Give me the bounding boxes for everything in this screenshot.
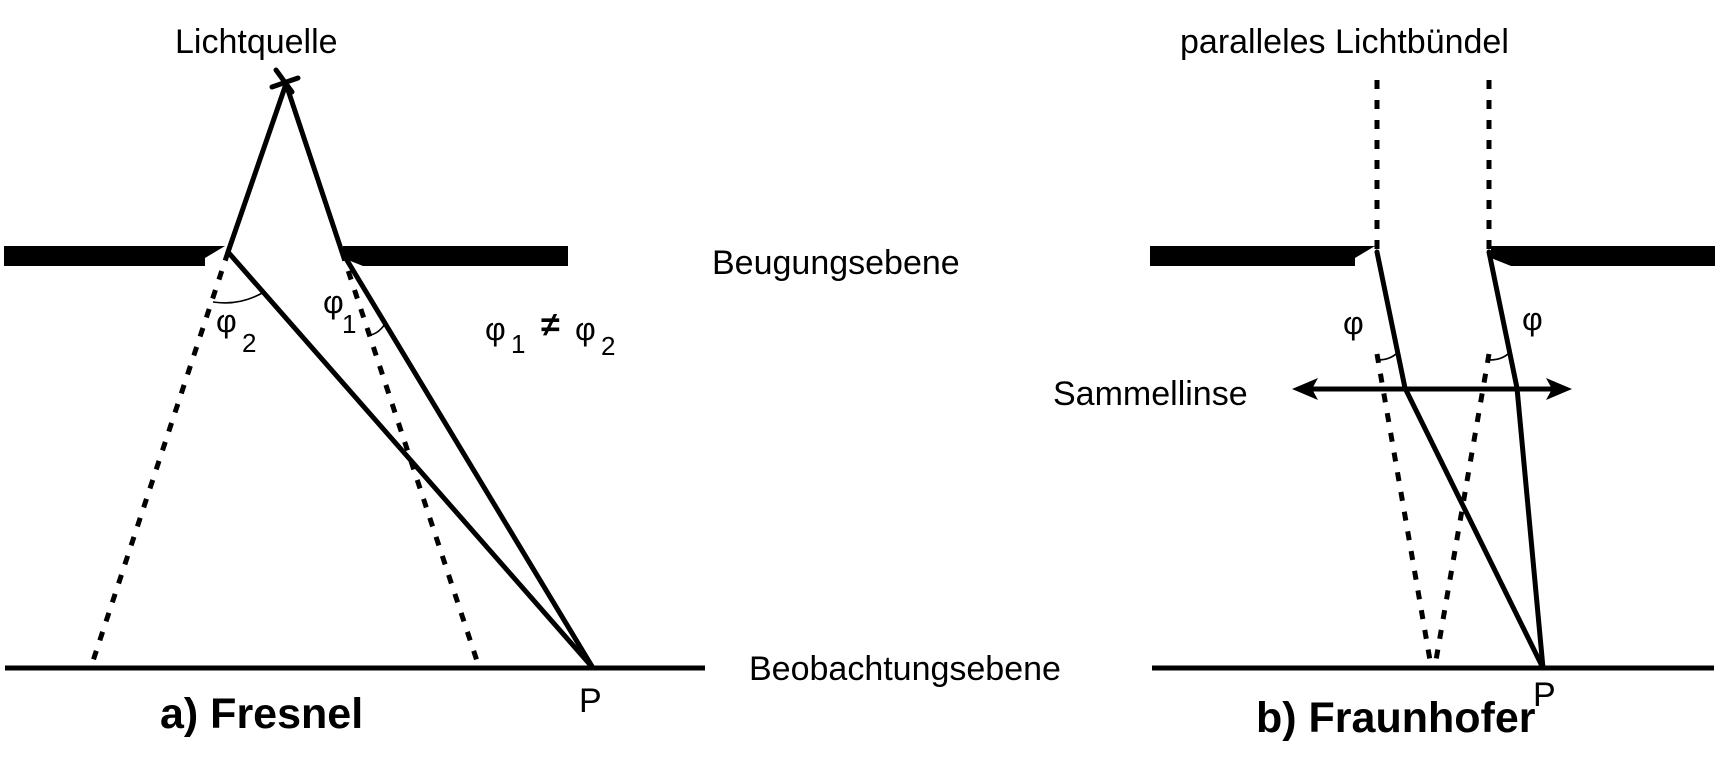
fraunhofer-extension-left bbox=[1374, 353, 1434, 667]
sammellinse-label: Sammellinse bbox=[1053, 375, 1248, 413]
angle-arc-phi1 bbox=[369, 323, 386, 336]
extension-left bbox=[89, 251, 231, 665]
relation-neq: ≠ bbox=[541, 306, 560, 344]
fresnel-screen-left bbox=[4, 246, 225, 266]
phi1-symbol: φ bbox=[323, 284, 344, 320]
fraunhofer-extension-right bbox=[1432, 353, 1492, 667]
fresnel-panel bbox=[4, 67, 705, 671]
relation-phi2: φ bbox=[575, 311, 596, 347]
extension-right bbox=[339, 251, 481, 665]
fresnel-screen-right bbox=[343, 246, 568, 266]
fraunhofer-panel bbox=[1150, 80, 1715, 671]
phi-right-fraunhofer: φ bbox=[1522, 301, 1543, 337]
phi1-subscript: 1 bbox=[342, 309, 356, 339]
lens-arrow-right bbox=[1546, 378, 1572, 400]
relation-sub2: 2 bbox=[601, 331, 615, 361]
relation-sub1: 1 bbox=[511, 329, 525, 359]
fraunhofer-title: b) Fraunhofer bbox=[1256, 694, 1536, 742]
point-p-left: P bbox=[579, 682, 602, 720]
angle-arc-phi2 bbox=[212, 291, 265, 304]
fresnel-title: a) Fresnel bbox=[160, 690, 363, 738]
diffracted-ray-2 bbox=[339, 249, 596, 671]
lichtquelle-label: Lichtquelle bbox=[175, 23, 338, 61]
diffracted-ray-1 bbox=[225, 249, 596, 671]
fraunhofer-ray-left bbox=[1374, 249, 1546, 671]
phi-left-fraunhofer: φ bbox=[1343, 305, 1364, 341]
angle-arc-phi-left bbox=[1376, 352, 1398, 361]
phi2-symbol: φ bbox=[216, 303, 237, 339]
paralleles-label: paralleles Lichtbündel bbox=[1180, 23, 1509, 61]
phi2-subscript: 2 bbox=[242, 328, 256, 358]
source-ray-right bbox=[283, 81, 345, 255]
beugungsebene-label: Beugungsebene bbox=[712, 244, 960, 282]
point-p-right: P bbox=[1533, 676, 1556, 714]
lens-arrow-left bbox=[1292, 378, 1318, 400]
angle-arc-phi-right bbox=[1488, 352, 1510, 361]
relation-phi1: φ bbox=[485, 311, 506, 347]
fraunhofer-screen-left bbox=[1150, 246, 1375, 266]
fraunhofer-screen-right bbox=[1491, 246, 1715, 266]
beobachtungsebene-label: Beobachtungsebene bbox=[749, 650, 1061, 688]
source-ray-left bbox=[225, 81, 289, 255]
